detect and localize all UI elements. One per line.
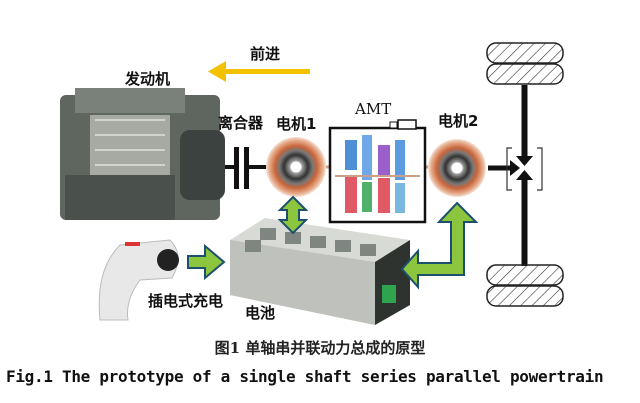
motor1-battery-arrow <box>277 195 309 235</box>
charge-arrow <box>187 243 226 281</box>
figure-caption-en: Fig.1 The prototype of a single shaft se… <box>6 367 604 386</box>
front-wheel-top <box>486 42 564 85</box>
engine-label: 发动机 <box>125 70 171 88</box>
motor2-label: 电机2 <box>438 112 479 130</box>
forward-arrow <box>208 61 310 82</box>
charger-plug-image <box>98 239 179 321</box>
battery-pack-image <box>230 218 410 325</box>
motor1-label: 电机1 <box>276 115 317 133</box>
clutch-label: 离合器 <box>218 114 264 132</box>
figure-caption-cn: 图1 单轴串并联动力总成的原型 <box>214 339 426 357</box>
amt-label: AMT <box>355 100 392 118</box>
forward-label: 前进 <box>250 45 281 63</box>
plugin-charging-label: 插电式充电 <box>148 292 224 310</box>
front-wheel-bottom <box>486 264 564 307</box>
motor2-image <box>428 139 486 197</box>
motor2-battery-arrow <box>400 201 479 290</box>
battery-label: 电池 <box>245 304 276 322</box>
motor1-image <box>266 137 326 197</box>
engine-image <box>60 88 225 220</box>
amt-gearbox <box>328 119 427 224</box>
clutch-symbol <box>225 147 268 189</box>
differential-axle <box>488 85 543 266</box>
